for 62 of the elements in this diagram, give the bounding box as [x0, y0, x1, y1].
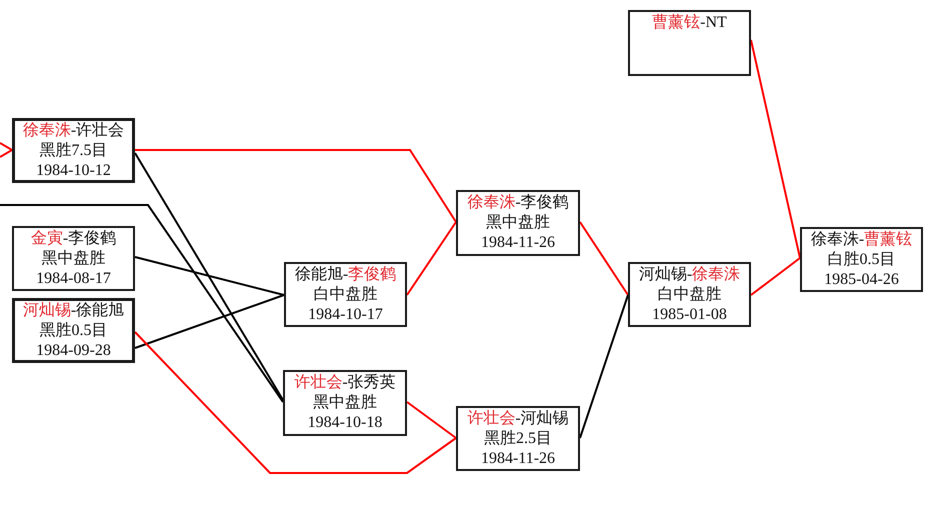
- player-name: 河灿锡-: [638, 266, 692, 283]
- bracket-line: [750, 40, 801, 258]
- bracket-line: [134, 294, 284, 349]
- bracket-line: [0, 204, 284, 403]
- player-name: 许壮会: [294, 374, 342, 391]
- game-date: 1984-10-17: [308, 306, 383, 323]
- bracket-line: [579, 294, 629, 438]
- game-date: 1984-10-18: [308, 414, 382, 431]
- bracket-line: [406, 401, 457, 439]
- bracket-line: [750, 257, 801, 296]
- game-result: 黑中盘胜: [486, 214, 550, 231]
- game-date: 1984-10-12: [36, 162, 111, 179]
- player-name: 金寅: [30, 230, 63, 247]
- player-name: -张秀英: [342, 374, 396, 391]
- game-result: 黑胜7.5目: [40, 142, 108, 159]
- game-result: 黑中盘胜: [313, 394, 377, 411]
- bracket-line: [0, 142, 12, 151]
- game-date: 1984-09-28: [36, 342, 111, 359]
- match-box: [800, 227, 923, 292]
- player-name: -李俊鹤: [515, 194, 569, 211]
- match-box: [284, 262, 407, 327]
- match-box: [12, 298, 135, 363]
- game-date: 1984-11-26: [480, 450, 556, 467]
- player-name: 许壮会: [467, 410, 516, 427]
- player-name: 曹薰铉: [652, 14, 700, 31]
- bracket-line: [134, 256, 284, 296]
- bracket-line: [134, 331, 457, 474]
- game-result: 白胜0.5目: [828, 251, 896, 268]
- player-name: -李俊鹤: [62, 230, 116, 247]
- match-box: [12, 118, 135, 183]
- game-date: 1984-08-17: [36, 270, 111, 287]
- player-name: 徐奉洙-: [810, 231, 864, 248]
- game-date: 1985-04-26: [824, 271, 899, 288]
- match-box: [456, 190, 580, 256]
- match-box: [283, 370, 407, 436]
- player-name: 徐奉洙: [22, 122, 71, 139]
- match-box: [628, 262, 751, 327]
- player-name: -NT: [700, 14, 727, 31]
- match-box: [628, 10, 751, 76]
- player-name: -河灿锡: [515, 410, 569, 427]
- player-name: 河灿锡: [22, 302, 71, 319]
- player-name: 徐能旭-: [294, 266, 348, 283]
- player-name: 曹薰铉: [864, 231, 912, 248]
- game-result: 黑中盘胜: [42, 250, 106, 267]
- bracket-line: [0, 149, 12, 158]
- player-name: -许壮会: [70, 122, 124, 139]
- game-date: 1985-01-08: [652, 306, 727, 323]
- game-result: 白中盘胜: [314, 286, 378, 303]
- game-result: 黑胜2.5目: [484, 430, 552, 447]
- bracket-line: [135, 149, 457, 223]
- player-name: 徐奉洙: [467, 194, 516, 211]
- bracket-line: [406, 221, 457, 296]
- bracket-line: [134, 152, 284, 401]
- bracket-line: [579, 221, 629, 296]
- match-box: [456, 406, 580, 471]
- player-name: 李俊鹤: [348, 266, 396, 283]
- game-date: 1984-11-26: [480, 234, 556, 251]
- game-result: 白中盘胜: [658, 286, 722, 303]
- match-box: [12, 226, 135, 291]
- player-name: -徐能旭: [70, 302, 124, 319]
- player-name: 徐奉洙: [692, 266, 740, 283]
- game-result: 黑胜0.5目: [40, 322, 108, 339]
